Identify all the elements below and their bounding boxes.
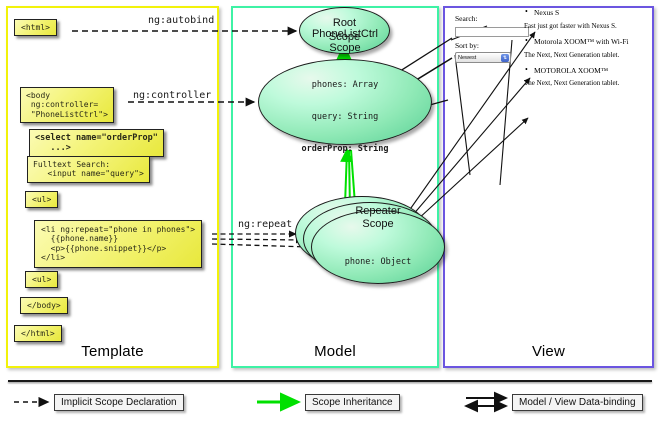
code-box-body-open[interactable]: <body ng:controller= "PhoneListCtrl"> xyxy=(20,87,114,124)
scope-property-orderprop: orderProp: String xyxy=(301,143,389,154)
scope-repeater-title-line1: Repeater xyxy=(355,205,401,218)
scope-property-phone: phone: Object xyxy=(344,256,412,267)
code-box-ul-close[interactable]: <ul> xyxy=(25,271,59,289)
phone-name: Motorola XOOM™ with Wi-Fi xyxy=(524,36,652,47)
scope-phonelistctrl-title-line2: Scope xyxy=(329,41,361,54)
scope-repeater[interactable]: Repeater Scope phone: Object xyxy=(311,205,445,284)
panel-label-view: View xyxy=(531,343,566,360)
legend-glyph-binding xyxy=(464,391,508,413)
scope-phonelistctrl-properties: phones: Array query: String orderProp: S… xyxy=(302,59,389,176)
code-box-li-repeat[interactable]: <li ng:repeat="phone in phones"> {{phone… xyxy=(34,220,203,268)
edge-label-ng-controller: ng:controller xyxy=(133,90,212,101)
search-label: Search: xyxy=(455,14,478,23)
scope-property: query: String xyxy=(311,111,379,122)
phone-name: Nexus S xyxy=(524,7,652,18)
panel-label-model: Model xyxy=(314,343,356,360)
legend-scope-inheritance: Scope Inheritance xyxy=(305,394,400,411)
scope-root[interactable]: Root Scope xyxy=(299,7,390,54)
edge-label-ng-autobind: ng:autobind xyxy=(148,15,215,26)
code-box-html-close[interactable]: </html> xyxy=(14,325,62,343)
edge-label-ng-repeat: ng:repeat xyxy=(238,219,293,230)
phone-snippet: The Next, Next Generation tablet. xyxy=(524,79,620,88)
sort-by-select[interactable]: Newest ⇅ xyxy=(455,51,511,63)
scope-root-title-line2: Scope xyxy=(328,30,361,43)
legend-divider xyxy=(8,380,652,382)
scope-root-title-line1: Root xyxy=(332,17,357,30)
view-form: Search: Sort by: Newest ⇅ xyxy=(455,14,533,63)
code-box-html-open[interactable]: <html> xyxy=(14,19,57,37)
phone-snippet: Fast just got faster with Nexus S. xyxy=(524,21,617,30)
sort-by-selected-value: Newest xyxy=(458,54,477,61)
code-box-body-close[interactable]: </body> xyxy=(20,297,68,315)
phone-list: Nexus S Fast just got faster with Nexus … xyxy=(524,7,652,95)
scope-property: phones: Array xyxy=(311,80,379,90)
list-item[interactable]: Motorola XOOM™ with Wi-Fi The Next, Next… xyxy=(524,36,652,60)
legend-model-view-data-binding: Model / View Data-binding xyxy=(512,394,643,411)
legend-implicit-scope-declaration: Implicit Scope Declaration xyxy=(54,394,184,411)
panel-label-template: Template xyxy=(81,343,144,360)
phone-name: MOTOROLA XOOM™ xyxy=(524,65,652,76)
chevron-updown-icon: ⇅ xyxy=(501,53,509,62)
code-box-select[interactable]: <select name="orderProp" ...> xyxy=(29,129,164,158)
code-box-ul-open[interactable]: <ul> xyxy=(25,191,59,209)
sort-label: Sort by: xyxy=(455,41,479,51)
list-item[interactable]: MOTOROLA XOOM™ The Next, Next Generation… xyxy=(524,65,652,89)
scope-repeater-properties: phone: Object xyxy=(345,236,412,289)
code-box-fulltext-search[interactable]: Fulltext Search: <input name="query"> xyxy=(27,156,150,183)
search-input[interactable] xyxy=(455,26,529,37)
scope-phonelistctrl-title-line1: PhoneListCtrl xyxy=(311,28,379,41)
scope-phonelistctrl[interactable]: PhoneListCtrl Scope phones: Array query:… xyxy=(258,28,432,154)
list-item[interactable]: Nexus S Fast just got faster with Nexus … xyxy=(524,7,652,31)
phone-snippet: The Next, Next Generation tablet. xyxy=(524,50,620,59)
scope-repeater-title-line2: Scope xyxy=(362,218,394,231)
